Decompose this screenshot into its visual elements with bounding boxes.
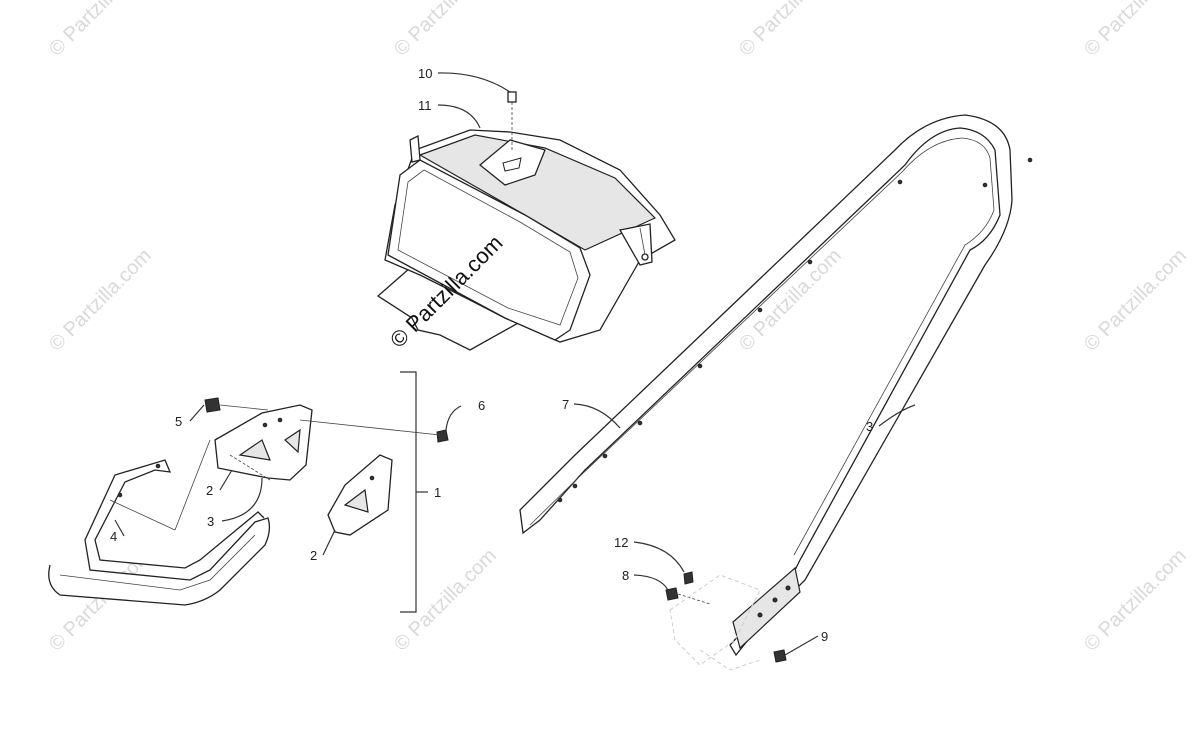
callout-8: 8 xyxy=(622,568,629,583)
callout-6: 6 xyxy=(478,398,485,413)
bumper xyxy=(48,459,271,606)
callout-12: 12 xyxy=(614,535,628,550)
mount-brackets xyxy=(109,397,449,536)
callout-2: 2 xyxy=(310,548,317,563)
callout-5: 5 xyxy=(175,414,182,429)
callout-3: 3 xyxy=(866,419,873,434)
callout-1: 1 xyxy=(434,485,441,500)
callout-7: 7 xyxy=(562,397,569,412)
callout-3: 3 xyxy=(207,514,214,529)
callout-4: 4 xyxy=(110,529,117,544)
callout-11: 11 xyxy=(418,98,432,113)
leader-lines xyxy=(114,72,916,656)
callout-10: 10 xyxy=(418,66,432,81)
callout-bracket xyxy=(400,371,417,613)
rail-frame xyxy=(519,114,1033,671)
callout-2: 2 xyxy=(206,483,213,498)
callout-9: 9 xyxy=(821,629,828,644)
storage-bag xyxy=(376,91,676,351)
